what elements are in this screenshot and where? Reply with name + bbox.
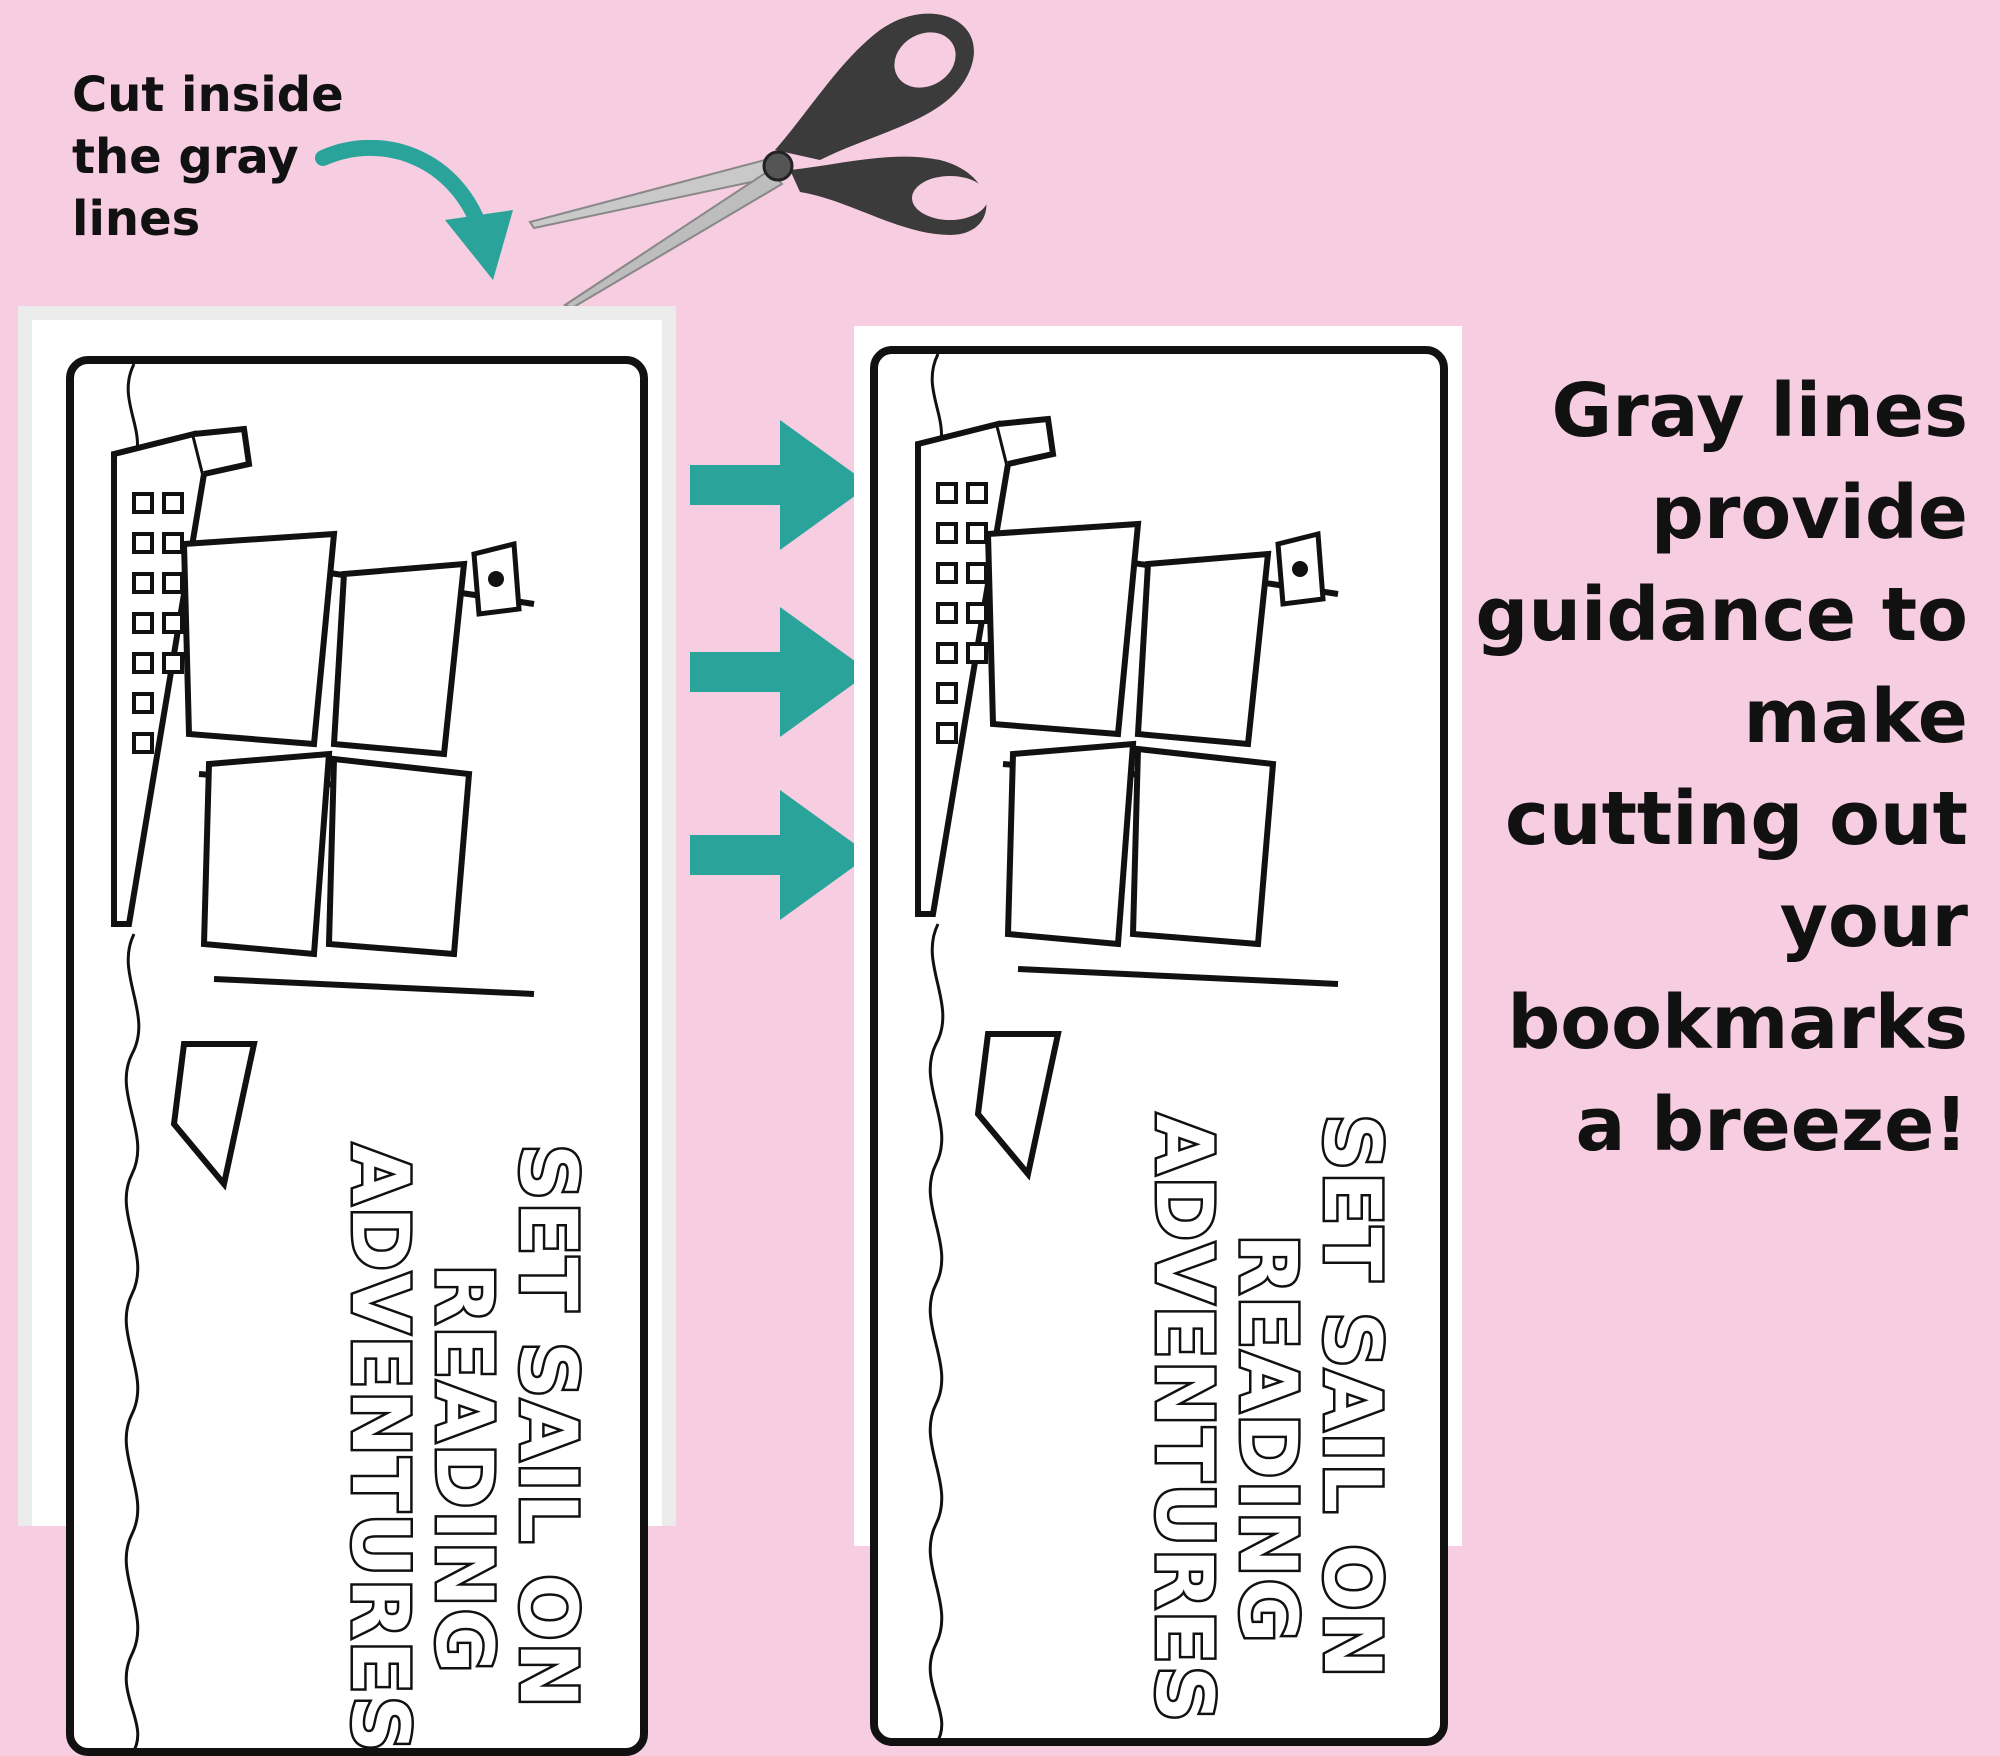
scissors-icon: [528, 13, 988, 310]
bookmark-title-line-1: SET SAIL ON: [1304, 1112, 1399, 1683]
bookmark-title-line-2: READING: [416, 1262, 511, 1678]
bookmark-title-line-3: ADVENTURES: [332, 1142, 427, 1756]
bookmark-frame: SET SAIL ON READING ADVENTURES: [870, 346, 1448, 1746]
guidance-line-3: guidance to: [1475, 572, 1968, 658]
guidance-line-6: your: [1779, 878, 1968, 964]
bookmark-title: SET SAIL ON READING ADVENTURES: [1136, 1112, 1399, 1727]
right-arrow-icon: [690, 790, 870, 920]
guidance-line-7: bookmarks: [1507, 980, 1968, 1066]
cut-instruction: Cut inside the gray lines: [72, 64, 392, 250]
right-arrows: [690, 420, 870, 920]
bookmark-paper: SET SAIL ON READING ADVENTURES: [854, 326, 1462, 1746]
guidance-line-1: Gray lines: [1551, 368, 1968, 454]
cut-instruction-line-3: lines: [72, 191, 201, 247]
bookmark-with-guide: SET SAIL ON READING ADVENTURES: [18, 306, 676, 1756]
bookmark-frame: SET SAIL ON READING ADVENTURES: [66, 356, 648, 1756]
right-arrow-icon: [690, 420, 870, 550]
pirate-ship-illustration: [915, 354, 1339, 1744]
bookmark-title-line-2: READING: [1220, 1232, 1315, 1648]
cut-instruction-line-1: Cut inside: [72, 67, 344, 123]
guidance-line-2: provide: [1650, 470, 1968, 556]
guidance-line-8: a breeze!: [1575, 1082, 1968, 1168]
cut-instruction-line-2: the gray: [72, 129, 299, 185]
bookmark-title-line-3: ADVENTURES: [1136, 1112, 1231, 1727]
guidance-line-4: make: [1743, 674, 1968, 760]
bookmark-cut-out: SET SAIL ON READING ADVENTURES: [854, 326, 1462, 1746]
guidance-line-5: cutting out: [1505, 776, 1968, 862]
bookmark-title: SET SAIL ON READING ADVENTURES: [332, 1142, 595, 1756]
curved-arrow-icon: [315, 140, 513, 280]
guidance-text: Gray lines provide guidance to make cutt…: [1448, 360, 1968, 1176]
right-arrow-icon: [690, 607, 870, 737]
bookmark-paper: SET SAIL ON READING ADVENTURES: [32, 320, 662, 1756]
bookmark-title-line-1: SET SAIL ON: [500, 1142, 595, 1713]
